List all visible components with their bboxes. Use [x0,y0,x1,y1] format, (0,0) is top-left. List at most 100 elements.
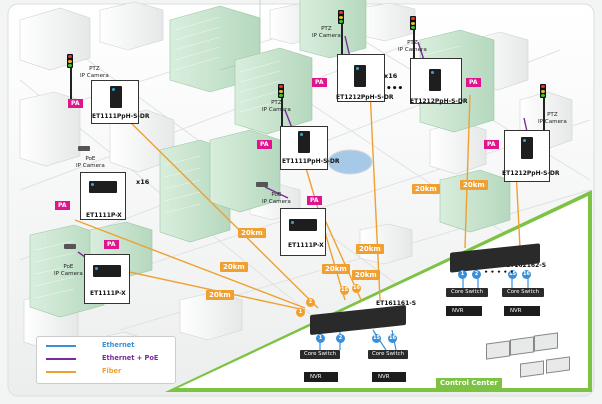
nvr-device: NVR [304,372,338,382]
core-switch: Core Switch [300,350,340,359]
device-label: ET1111PpH-S-DR [92,113,150,120]
ptz-camera-label: PTZ IP Camera [312,26,341,39]
switch-label: ET162162-S [506,262,547,269]
legend-ethernet: Ethernet [102,341,135,349]
port-badge: 1 [458,270,467,279]
media-converter-icon [521,137,533,159]
legend-line-fiber [46,371,76,373]
port-badge: 16 [522,270,531,279]
traffic-light-icon [278,84,284,98]
device-label: ET1212PpH-S-DR [336,94,394,101]
nvr-device: NVR [372,372,406,382]
device-frame [337,54,385,102]
device-frame [80,172,126,220]
device-frame [91,80,139,124]
device-label: ET1111P-X [86,212,122,219]
traffic-light-icon [67,54,73,68]
port-badge: 1 [316,334,325,343]
ip-camera-icon [256,182,268,187]
port-badge: 2 [472,270,481,279]
media-converter-icon [429,69,441,91]
core-switch: Core Switch [502,288,544,297]
device-frame [504,130,550,182]
ptz-camera-label: PTZ IP Camera [538,112,567,125]
legend-line-poe [46,358,76,360]
pa-badge: PA [466,78,481,87]
nvr-device: NVR [504,306,540,316]
device-label: ET1111PpH-S-DR [282,158,340,165]
ip-camera-icon [64,244,76,249]
port-badge: 15 [508,270,517,279]
pa-badge: PA [55,201,70,210]
device-label: ET1111P-X [90,290,126,297]
pa-badge: PA [307,196,322,205]
device-frame [410,58,462,104]
fiber-distance-label: 20km [322,264,350,274]
poe-camera-label: PoE IP Camera [54,264,83,277]
fiber-distance-label: 20km [460,180,488,190]
more-dots: • • • • • [484,268,514,276]
ip-camera-icon [78,146,90,151]
device-label: ET1111P-X [288,242,324,249]
plaza-fountain [327,149,373,175]
monitor-icon [510,336,534,356]
fiber-distance-label: 20km [206,290,234,300]
control-center-floor [178,196,588,388]
core-switch: Core Switch [446,288,488,297]
traffic-light-pole [341,22,343,62]
traffic-light-pole [413,28,415,68]
fiber-distance-label: 20km [412,184,440,194]
device-label: ET1212PpH-S-DR [410,98,468,105]
media-converter-icon [289,219,317,231]
count-label: x16 [136,178,150,186]
legend [36,336,176,384]
pa-badge: PA [68,99,83,108]
traffic-light-icon [540,84,546,98]
monitor-icon [486,340,510,360]
traffic-light-pole [281,96,283,132]
pa-badge: PA [312,78,327,87]
device-frame [280,208,326,256]
traffic-light-pole [70,60,72,100]
legend-ethernet-poe: Ethernet + PoE [102,354,159,362]
traffic-light-pole [543,96,545,132]
control-center-label: Control Center [436,378,502,388]
media-converter-icon [89,181,117,193]
ptz-camera-label: PTZ IP Camera [398,40,427,53]
port-badge: 15 [340,286,349,295]
port-badge: 1 [296,308,305,317]
legend-line-ethernet [46,345,76,347]
fiber-distance-label: 20km [220,262,248,272]
more-dots: ••• [386,84,404,94]
pa-badge: PA [484,140,499,149]
device-frame [280,126,328,170]
pa-badge: PA [257,140,272,149]
ptz-camera-label: PTZ IP Camera [262,100,291,113]
core-switch: Core Switch [368,350,408,359]
traffic-light-icon [410,16,416,30]
port-badge: 16 [352,284,361,293]
switch-label: ET161161-S [376,300,417,307]
fiber-distance-label: 20km [238,228,266,238]
monitor-icon [534,332,558,352]
ptz-camera-label: PTZ IP Camera [80,66,109,79]
media-converter-icon [110,86,122,108]
poe-camera-label: PoE IP Camera [76,156,105,169]
poe-camera-label: PoE IP Camera [262,192,291,205]
fiber-distance-label: 20km [352,270,380,280]
pa-badge: PA [104,240,119,249]
device-label: ET1212PpH-S-DR [502,170,560,177]
port-badge: 16 [388,334,397,343]
media-converter-icon [298,131,310,153]
nvr-device: NVR [446,306,482,316]
legend-fiber: Fiber [102,367,122,375]
media-converter-icon [93,265,121,277]
fiber-distance-label: 20km [356,244,384,254]
count-label: x16 [384,72,398,80]
glass-windows [34,16,461,299]
port-badge: 2 [336,334,345,343]
port-badge: 15 [372,334,381,343]
port-badge: 2 [306,298,315,307]
media-converter-icon [354,65,366,87]
device-frame [84,254,130,304]
